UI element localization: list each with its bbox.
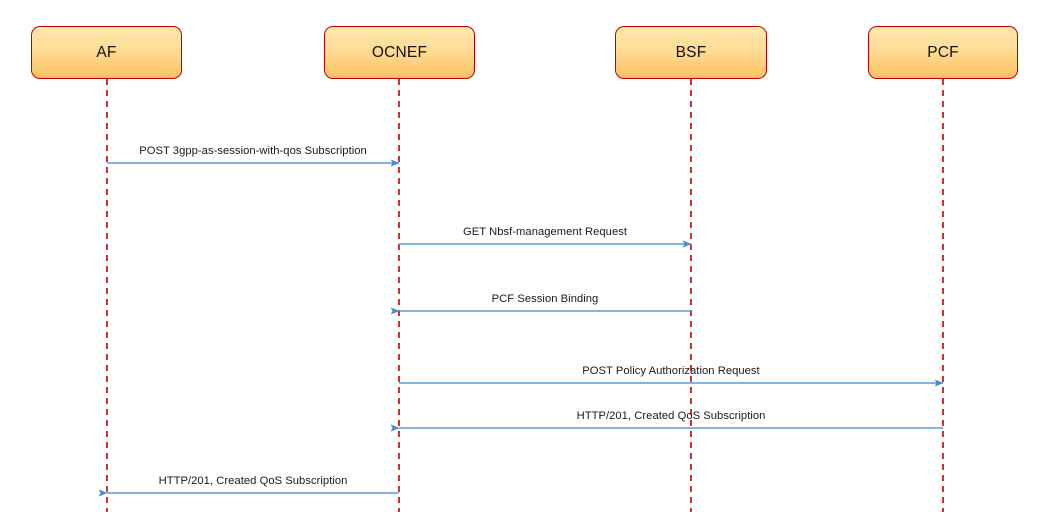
participant-label-af: AF — [96, 43, 117, 61]
participant-box-ocnef[interactable]: OCNEF — [324, 26, 475, 79]
participant-label-ocnef: OCNEF — [371, 43, 428, 61]
participant-label-bsf: BSF — [675, 43, 707, 61]
message-label-6: HTTP/201, Created QoS Subscription — [158, 475, 348, 487]
message-label-5: HTTP/201, Created QoS Subscription — [576, 410, 766, 422]
message-label-4: POST Policy Authorization Request — [582, 365, 760, 377]
message-arrows-group — [98, 159, 944, 497]
participant-box-pcf[interactable]: PCF — [868, 26, 1018, 79]
message-label-2: GET Nbsf-management Request — [462, 226, 628, 238]
participant-box-bsf[interactable]: BSF — [615, 26, 767, 79]
participant-label-pcf: PCF — [927, 43, 959, 61]
participant-box-af[interactable]: AF — [31, 26, 182, 79]
message-label-1: POST 3gpp-as-session-with-qos Subscripti… — [139, 145, 367, 157]
message-label-3: PCF Session Binding — [491, 293, 599, 305]
